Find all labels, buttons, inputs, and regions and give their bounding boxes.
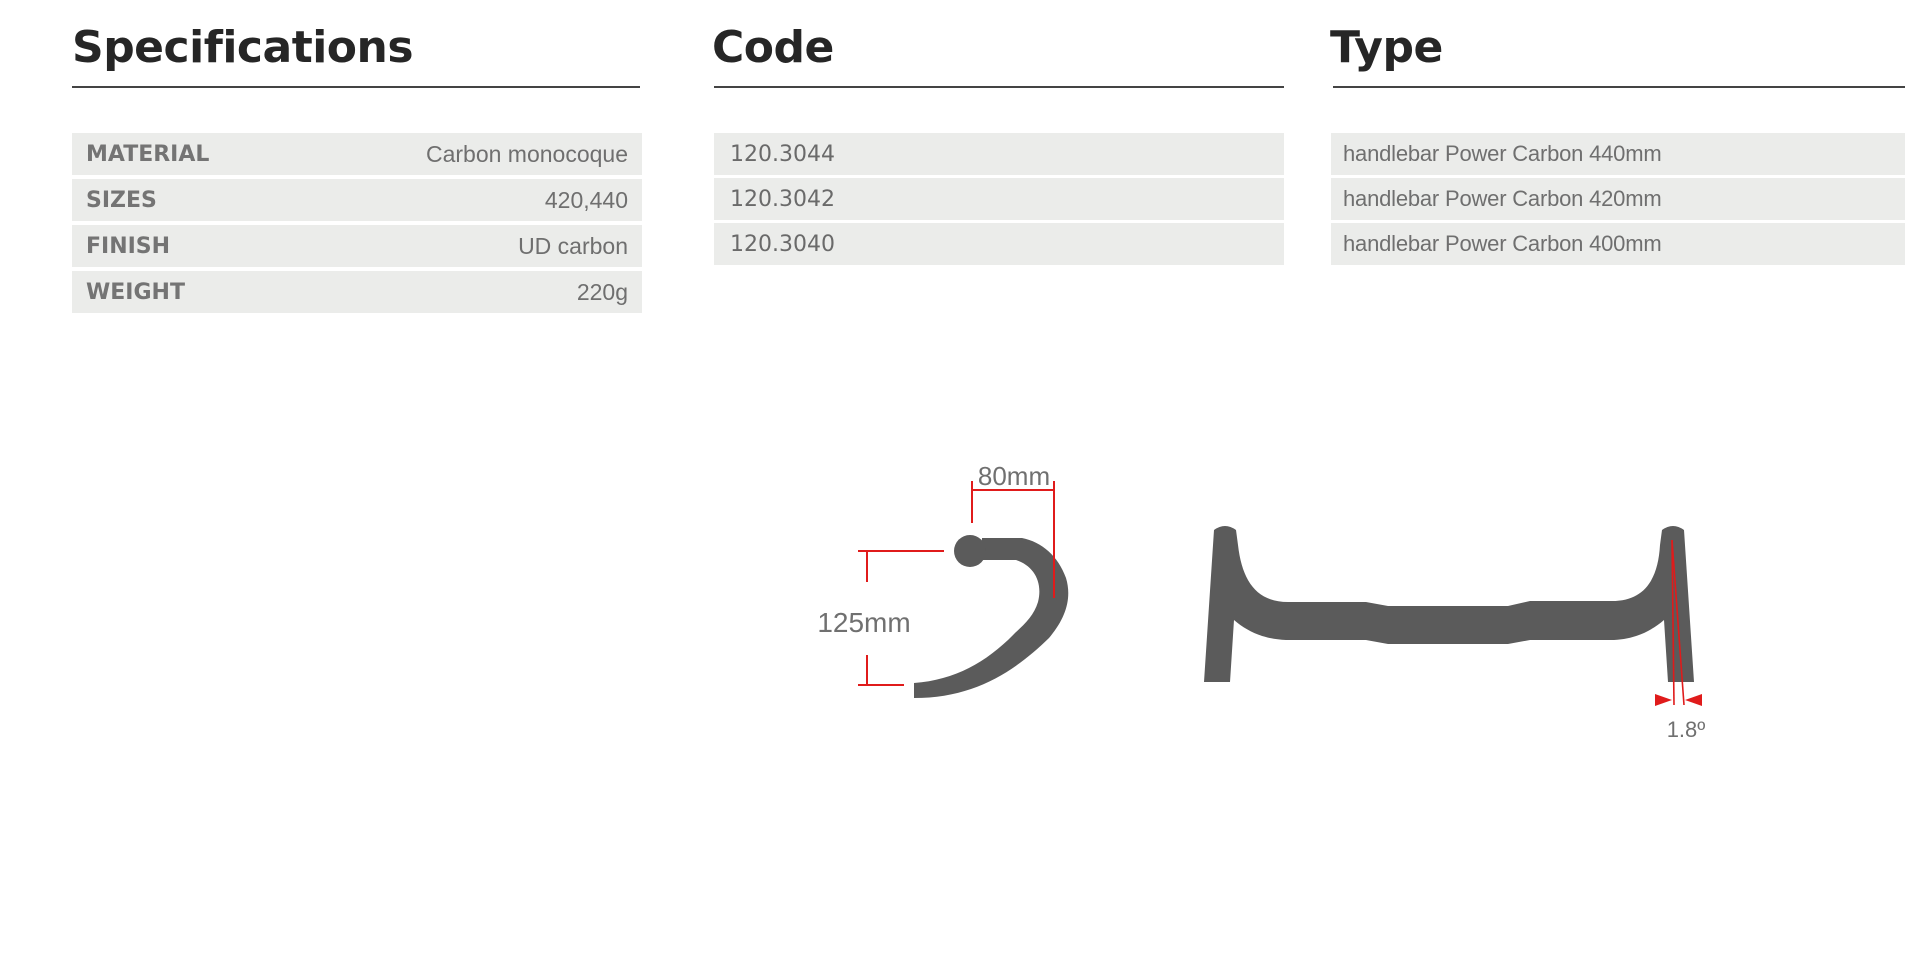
spec-label: MATERIAL — [86, 141, 210, 167]
spec-row-sizes: SIZES 420,440 — [72, 179, 642, 221]
side-profile-bar — [914, 538, 1069, 698]
type-title: Type — [1330, 22, 1443, 73]
code-row: 120.3040 — [714, 223, 1284, 265]
code-title: Code — [712, 22, 834, 73]
code-divider — [714, 86, 1284, 88]
drop-label: 125mm — [817, 607, 910, 638]
handlebar-side-profile — [914, 535, 1069, 698]
type-row: handlebar Power Carbon 400mm — [1331, 223, 1905, 265]
spec-value: UD carbon — [518, 232, 628, 259]
spec-label: SIZES — [86, 187, 157, 213]
front-view-bar — [1204, 526, 1694, 682]
drop-dimension — [858, 550, 944, 686]
spec-row-weight: WEIGHT 220g — [72, 271, 642, 313]
spec-row-material: MATERIAL Carbon monocoque — [72, 133, 642, 175]
type-row: handlebar Power Carbon 440mm — [1331, 133, 1905, 175]
spec-label: WEIGHT — [86, 279, 185, 305]
reach-label: 80mm — [978, 461, 1050, 491]
type-divider — [1333, 86, 1905, 88]
spec-row-finish: FINISH UD carbon — [72, 225, 642, 267]
flare-arrow-right-icon — [1685, 694, 1702, 706]
spec-value: 420,440 — [544, 186, 628, 213]
flare-dimension — [1671, 539, 1685, 706]
reach-dimension — [971, 481, 1055, 598]
spec-label: FINISH — [86, 233, 171, 259]
handlebar-front-view — [1204, 526, 1694, 682]
side-profile-clamp — [954, 535, 986, 567]
spec-value: 220g — [576, 278, 628, 305]
specifications-divider — [72, 86, 640, 88]
specifications-title: Specifications — [72, 22, 414, 73]
flare-label: 1.8º — [1667, 717, 1706, 742]
code-row: 120.3044 — [714, 133, 1284, 175]
flare-arrows — [1655, 694, 1702, 706]
spec-value: Carbon monocoque — [425, 140, 628, 167]
code-row: 120.3042 — [714, 178, 1284, 220]
flare-arrow-left-icon — [1655, 694, 1672, 706]
type-row: handlebar Power Carbon 420mm — [1331, 178, 1905, 220]
